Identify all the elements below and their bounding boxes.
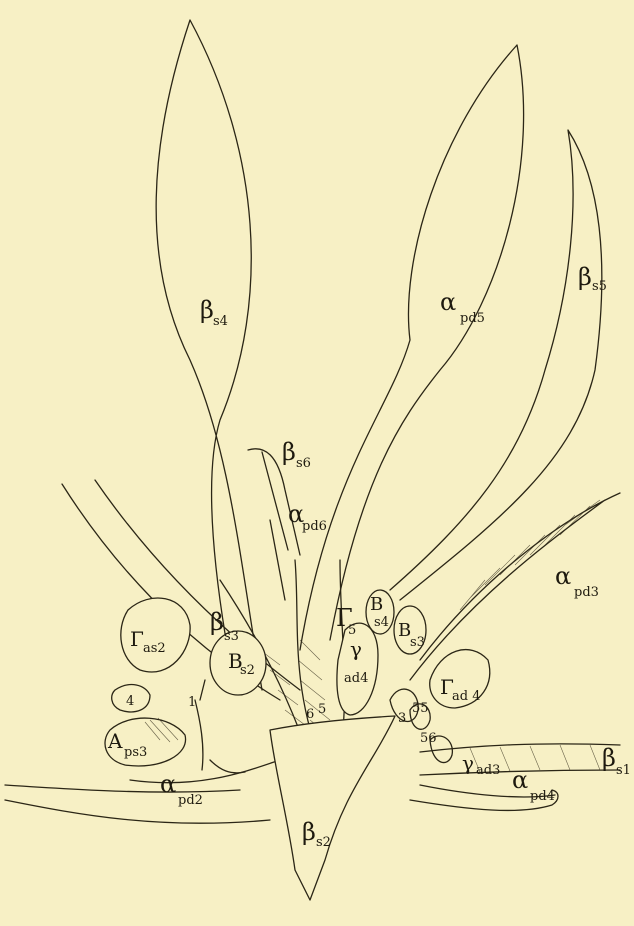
mark-4: 4 — [126, 694, 134, 709]
label-B-s2: B s2 — [228, 649, 255, 678]
svg-text:pd2: pd2 — [178, 793, 203, 808]
svg-text:ad4: ad4 — [344, 671, 368, 686]
svg-text:B: B — [370, 594, 383, 615]
svg-text:s2: s2 — [316, 835, 331, 850]
svg-text:pd3: pd3 — [574, 585, 599, 600]
mark-6: 6 — [306, 707, 314, 722]
label-alpha-pd2: α pd2 — [160, 770, 203, 808]
svg-text:s1: s1 — [616, 763, 631, 778]
svg-text:γ: γ — [350, 637, 362, 661]
svg-text:α: α — [160, 770, 176, 798]
svg-text:s4: s4 — [374, 615, 389, 630]
mark-55: 55 — [412, 701, 429, 716]
mark-3: 3 — [398, 711, 406, 726]
svg-text:s3: s3 — [224, 629, 239, 644]
label-alpha-pd6: α pd6 — [288, 500, 327, 534]
svg-text:pd5: pd5 — [460, 311, 485, 326]
label-alpha-pd3: α pd3 — [555, 562, 599, 600]
svg-text:Γ: Γ — [130, 627, 144, 651]
label-gamma-ad4: γ ad4 — [344, 637, 368, 686]
svg-text:β: β — [602, 744, 616, 772]
svg-text:pd6: pd6 — [302, 519, 327, 534]
svg-text:α: α — [555, 562, 571, 590]
mark-56: 56 — [420, 731, 437, 746]
svg-text:β: β — [578, 263, 592, 291]
svg-text:γ: γ — [462, 751, 474, 775]
svg-text:pd4: pd4 — [530, 789, 555, 804]
svg-text:s5: s5 — [592, 279, 607, 294]
svg-text:β: β — [210, 608, 224, 636]
svg-text:5: 5 — [348, 623, 356, 638]
svg-text:β: β — [200, 296, 214, 324]
svg-text:as2: as2 — [143, 641, 166, 656]
svg-text:ad 4: ad 4 — [452, 689, 480, 704]
mark-5: 5 — [318, 702, 326, 717]
svg-text:α: α — [512, 766, 528, 794]
svg-text:s3: s3 — [410, 635, 425, 650]
label-beta-s6: β s6 — [282, 438, 311, 471]
label-beta-s5: β s5 — [578, 263, 607, 294]
label-A-ps3: A ps3 — [107, 729, 147, 760]
mark-1: 1 — [188, 695, 196, 710]
svg-text:ps3: ps3 — [124, 745, 147, 760]
svg-text:s2: s2 — [240, 663, 255, 678]
svg-text:s6: s6 — [296, 456, 311, 471]
svg-text:s4: s4 — [213, 314, 228, 329]
label-gamma-ad3: γ ad3 — [462, 751, 500, 778]
svg-text:β: β — [302, 818, 316, 846]
svg-text:A: A — [107, 729, 123, 753]
label-B-s3: B s3 — [398, 620, 425, 650]
label-beta-s3: β s3 — [210, 608, 239, 644]
svg-text:β: β — [282, 438, 296, 466]
label-alpha-pd4: α pd4 — [512, 766, 555, 804]
label-alpha-pd5: α pd5 — [440, 288, 485, 326]
label-beta-s2: β s2 — [302, 818, 331, 850]
label-beta-s1: β s1 — [602, 744, 631, 778]
label-beta-s4: β s4 — [200, 296, 228, 329]
label-B-s4: B s4 — [370, 594, 389, 630]
label-Gamma-as2: Γ as2 — [130, 627, 166, 656]
label-Gamma-ad4-right: Γ ad 4 — [440, 675, 480, 704]
svg-text:ad3: ad3 — [476, 763, 500, 778]
label-gamma-5: Γ 5 — [336, 604, 356, 638]
svg-text:α: α — [440, 288, 456, 316]
